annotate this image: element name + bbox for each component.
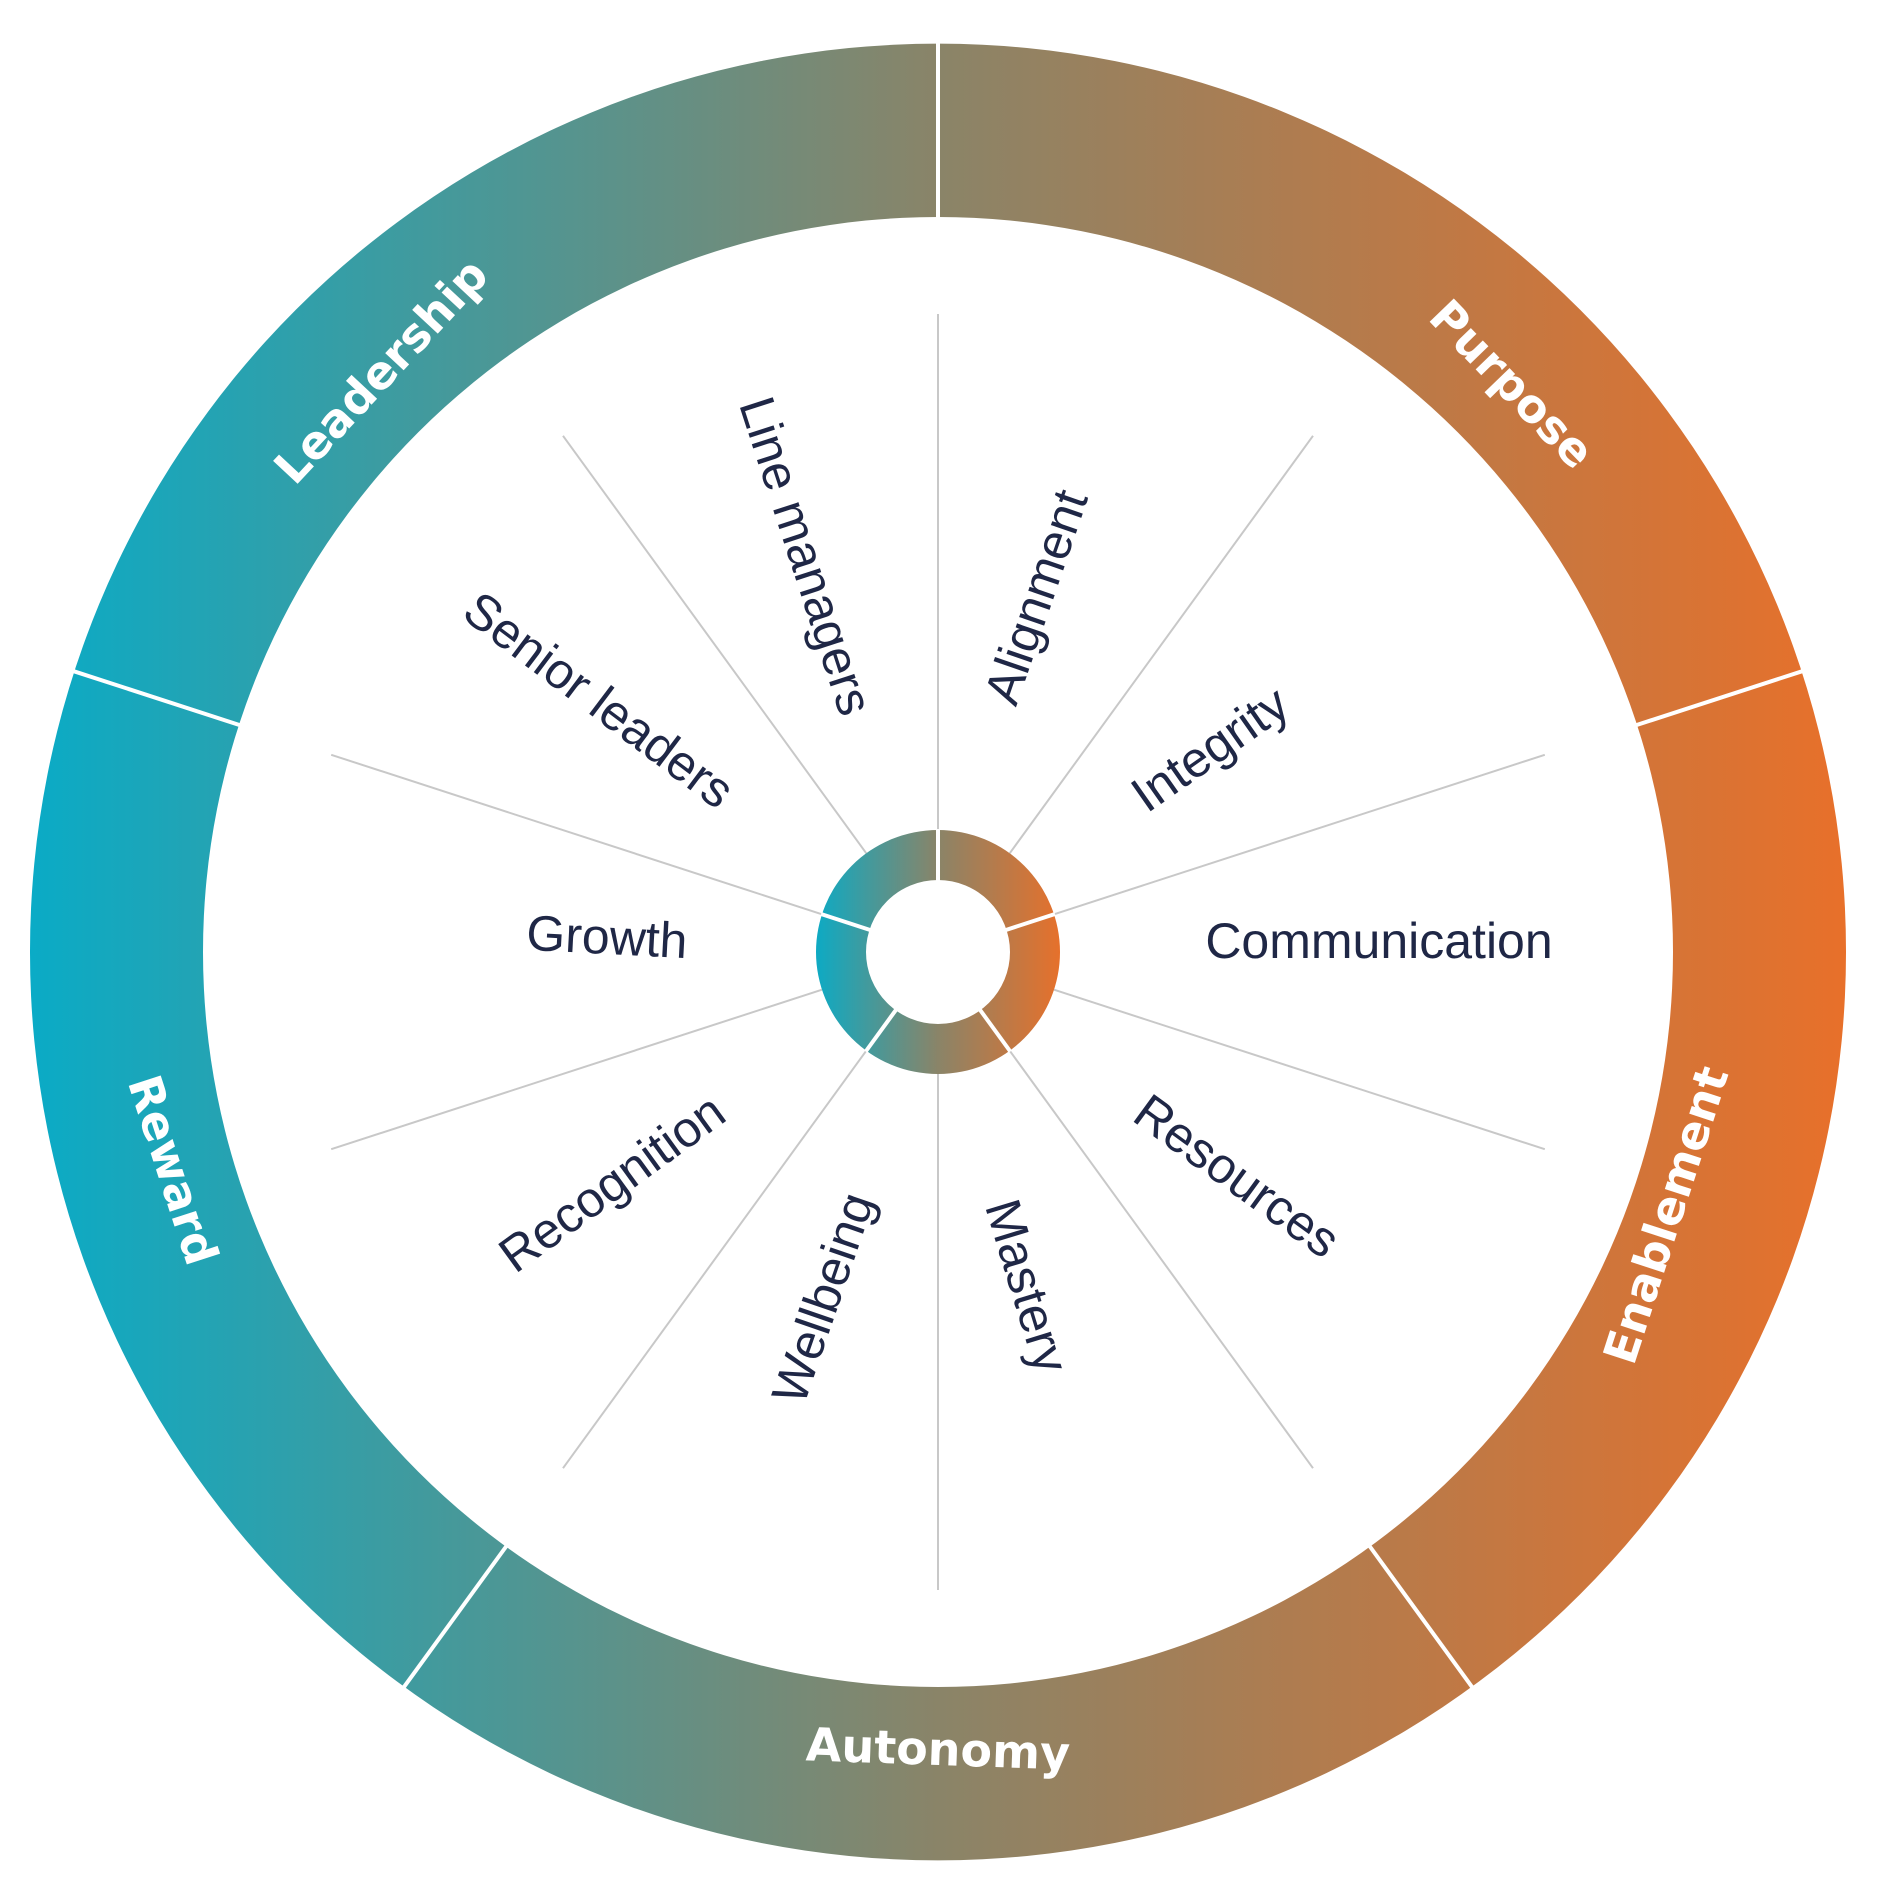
hub-divider-4 <box>864 1008 898 1053</box>
hub-divider-2 <box>1004 912 1056 933</box>
driver-spoke-5 <box>1008 1050 1314 1469</box>
driver-label-resources: Resources <box>1124 1083 1350 1269</box>
ring-divider-4 <box>401 1543 509 1690</box>
driver-spoke-4 <box>1053 988 1546 1151</box>
outer-ring <box>29 43 1847 1861</box>
driver-label-communication: Communication <box>1205 913 1552 969</box>
driver-spoke-8 <box>330 988 823 1151</box>
ring-dividers <box>71 42 1805 1690</box>
hub-divider-5 <box>820 912 872 933</box>
driver-label-wellbeing: Wellbeing <box>761 1186 885 1411</box>
center-hub <box>816 830 1060 1074</box>
center-hub-ring <box>816 830 1060 1074</box>
driver-label-recognition: Recognition <box>489 1083 736 1284</box>
driver-spoke-7 <box>562 1050 868 1469</box>
driver-label-growth: Growth <box>525 905 689 969</box>
driver-label-integrity: Integrity <box>1121 675 1299 823</box>
pillar-label-autonomy: Autonomy <box>805 1717 1071 1780</box>
driver-spoke-9 <box>330 753 823 916</box>
outer-ring-band <box>29 43 1847 1861</box>
hub-divider-3 <box>978 1008 1012 1053</box>
ring-divider-5 <box>71 668 242 728</box>
hub-dividers <box>820 829 1056 1053</box>
ring-divider-3 <box>1367 1543 1475 1690</box>
ring-divider-2 <box>1634 668 1805 728</box>
driver-spokes <box>330 314 1546 1590</box>
driver-label-senior-leaders: Senior leaders <box>453 581 744 820</box>
driver-label-alignment: Alignment <box>973 483 1098 712</box>
driver-label-line-managers: Line managers <box>728 390 883 722</box>
driver-spoke-2 <box>1008 435 1314 854</box>
driver-label-mastery: Mastery <box>974 1193 1080 1379</box>
driver-spoke-3 <box>1053 753 1546 916</box>
driver-spoke-10 <box>562 435 868 854</box>
